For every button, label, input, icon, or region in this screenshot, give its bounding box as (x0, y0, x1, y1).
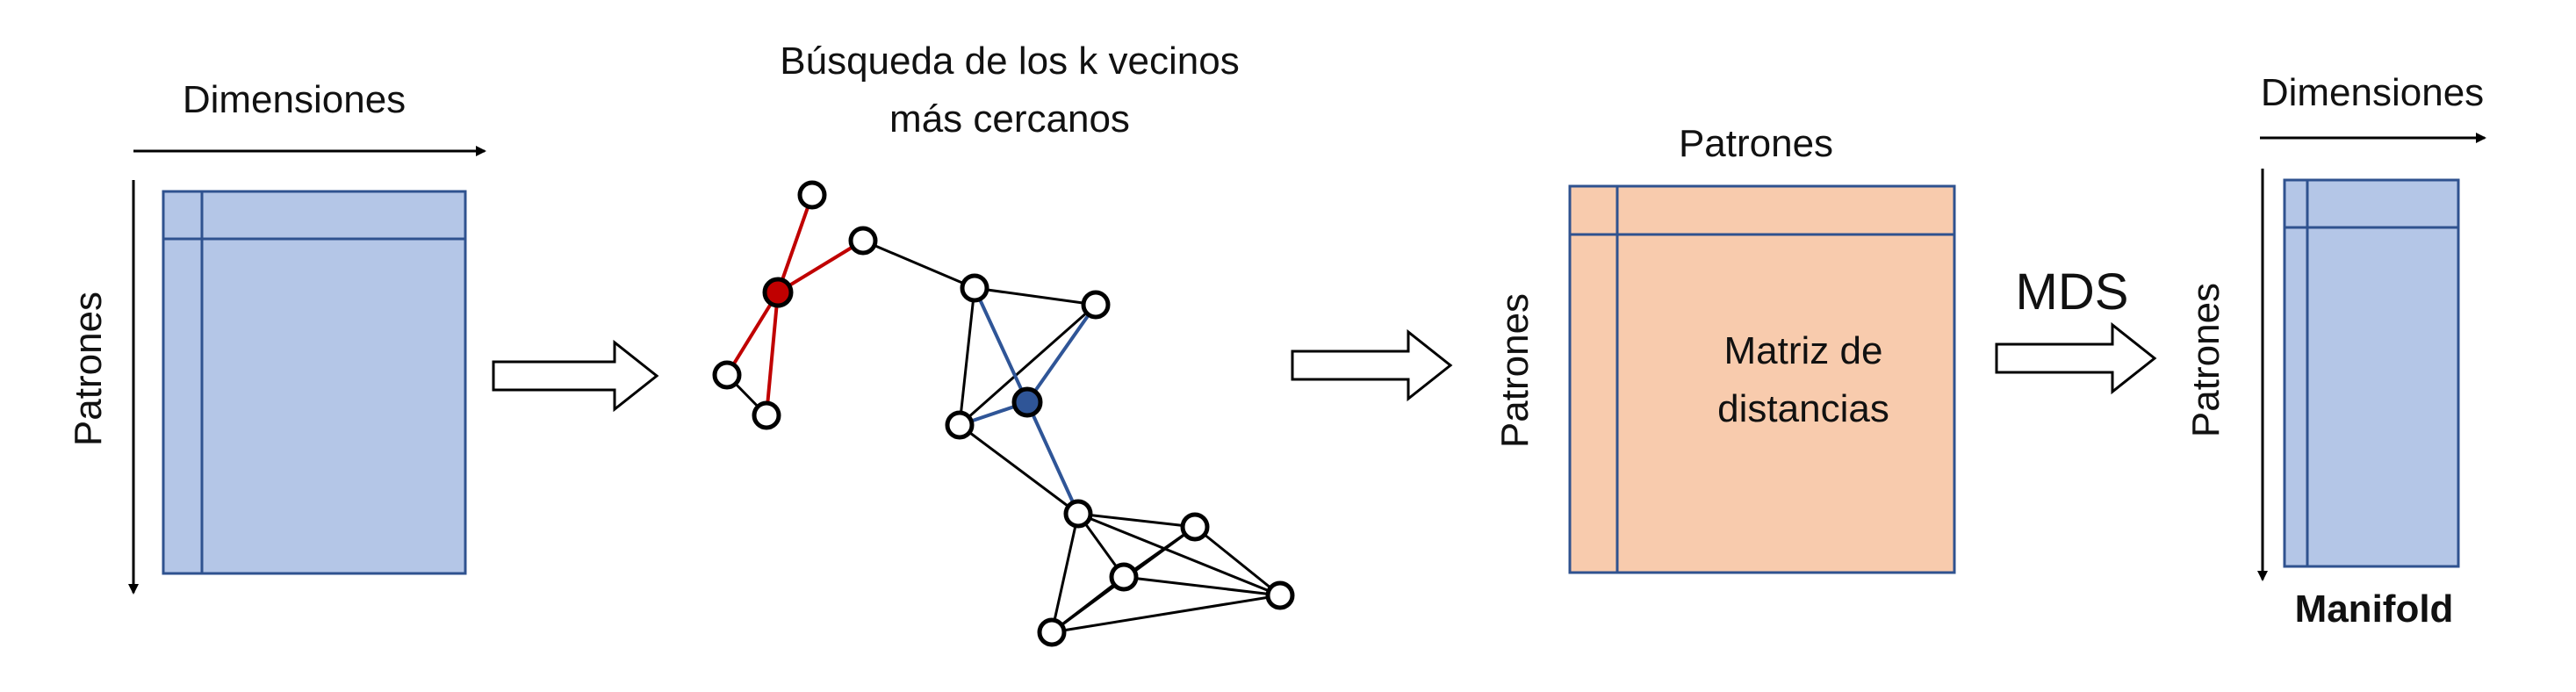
blue-edge (1025, 401, 1080, 515)
graph-edge (959, 423, 1079, 515)
output-dimensions-label: Dimensiones (2261, 71, 2484, 114)
blue-edge (973, 287, 1029, 403)
graph-node (1063, 499, 1093, 529)
graph-node (1265, 580, 1295, 610)
graph-node (1081, 290, 1111, 320)
distance-matrix: Patrones Patrones Matriz de distancias (1493, 122, 1956, 574)
distance-matrix-title-line2: distancias (1717, 387, 1889, 430)
manifold-caption: Manifold (2295, 587, 2454, 631)
graph-edge (1194, 525, 1281, 597)
knn-title-line2: más cercanos (889, 97, 1130, 141)
red-edge (725, 291, 780, 377)
output-matrix-box (2283, 178, 2460, 568)
distance-cols-label: Patrones (1679, 122, 1833, 165)
graph-node (752, 400, 781, 430)
input-patrones-label: Patrones (67, 292, 110, 446)
knn-graph: Búsqueda de los k vecinos más cercanos (712, 40, 1295, 647)
knn-title-line1: Búsqueda de los k vecinos (780, 40, 1239, 83)
red-edge (776, 194, 814, 293)
graph-node (848, 226, 878, 256)
graph-node (712, 360, 742, 390)
graph-edge (1123, 575, 1281, 597)
graph-edge (862, 239, 975, 290)
hollow-arrow-3 (1995, 321, 2157, 395)
graph-node (945, 410, 975, 440)
graph-edge (1050, 513, 1080, 633)
red-edge (765, 292, 780, 416)
graph-node (1180, 512, 1210, 542)
blue-query-node (1011, 386, 1043, 418)
graph-node (797, 180, 827, 210)
red-query-node (762, 277, 794, 308)
hollow-arrow-2 (1291, 328, 1453, 402)
graph-edge (958, 287, 976, 426)
graph-edge (959, 303, 1097, 427)
input-matrix: Dimensiones Patrones (67, 78, 486, 595)
mds-label: MDS (2016, 263, 2129, 321)
graph-edge (1077, 512, 1281, 597)
graph-edge (1077, 512, 1196, 529)
output-patrones-label: Patrones (2184, 283, 2227, 437)
distance-matrix-title-line1: Matriz de (1724, 329, 1883, 372)
output-matrix: Dimensiones Patrones Manifold (2184, 71, 2486, 631)
graph-edge (1051, 575, 1125, 634)
blue-edge (1025, 303, 1097, 404)
graph-node (1037, 617, 1067, 647)
input-matrix-box (162, 190, 467, 575)
graph-node (960, 273, 989, 303)
graph-node (1109, 562, 1139, 592)
red-edge (776, 239, 865, 294)
graph-edge (974, 286, 1097, 306)
hollow-arrow-1 (492, 339, 659, 413)
graph-edge (1051, 594, 1281, 634)
distance-matrix-box (1568, 184, 1956, 574)
input-dimensions-label: Dimensiones (183, 78, 406, 121)
distance-rows-label: Patrones (1493, 293, 1536, 448)
